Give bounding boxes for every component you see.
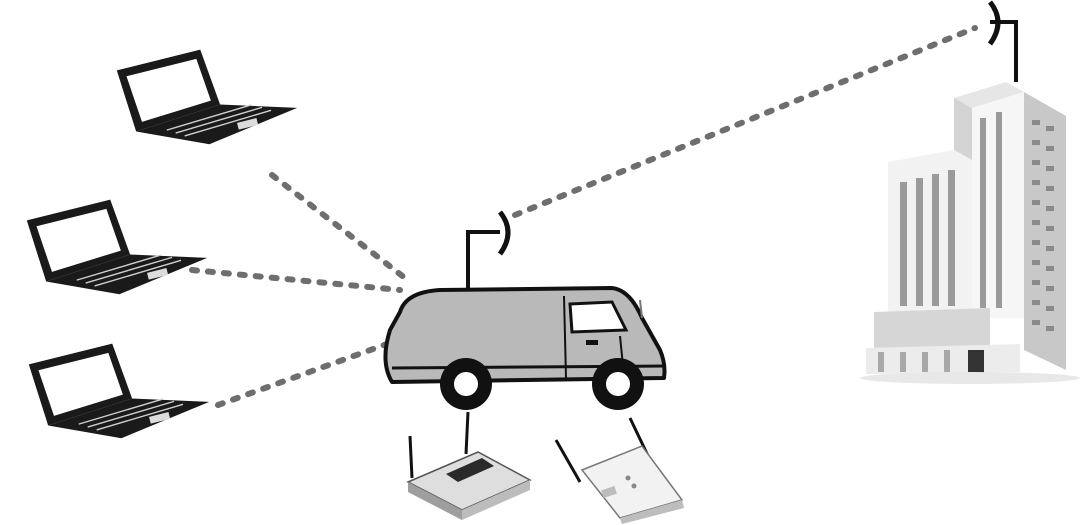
router-a (406, 411, 532, 520)
building-icon (860, 82, 1080, 384)
link-van-to-building (512, 25, 978, 218)
laptop-icon (116, 49, 298, 145)
building (860, 0, 1080, 384)
laptop-icon (26, 199, 208, 295)
laptop-icon (28, 343, 210, 439)
building-antenna (987, 0, 1018, 82)
laptop-middle (26, 199, 208, 295)
van-antenna (466, 210, 511, 292)
router-b (554, 417, 684, 524)
link-laptop-top-to-van (269, 172, 408, 281)
laptop-top (116, 49, 298, 145)
access-point-icon (554, 417, 684, 524)
link-laptop-middle-to-van (189, 267, 403, 293)
laptop-bottom (28, 343, 210, 439)
link-laptop-bottom-to-van (215, 337, 401, 408)
wireless-links (189, 25, 978, 408)
van-icon (383, 286, 667, 410)
van (383, 210, 667, 410)
router-icon (406, 411, 532, 520)
